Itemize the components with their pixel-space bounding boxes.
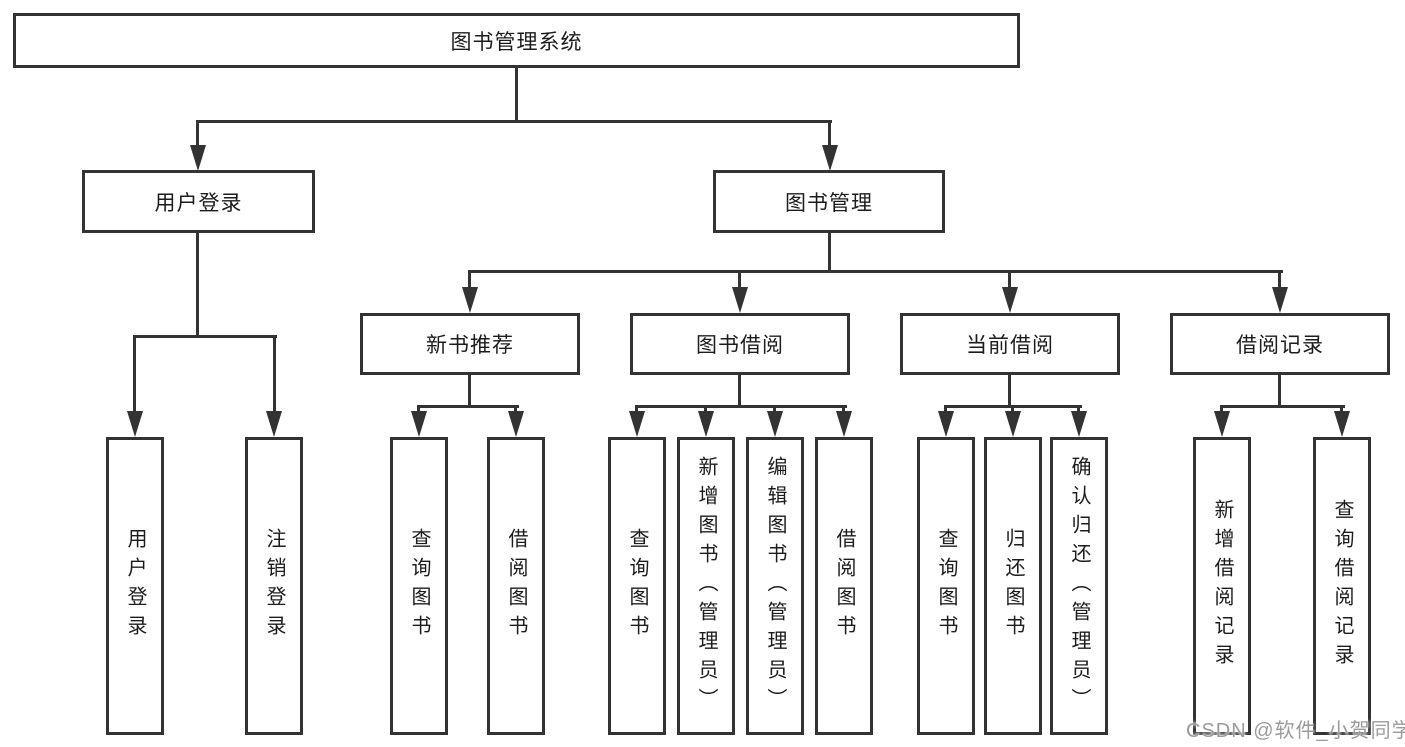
node-book-management: 图书管理 (713, 170, 945, 233)
connector-line (1278, 375, 1281, 407)
leaf-user-login: 用户登录 (106, 437, 164, 735)
arrow-down-icon (508, 411, 524, 437)
leaf-add-book-admin: 新增图书（管理员） (677, 437, 735, 735)
connector-line (514, 405, 517, 415)
leaf-label: 借阅图书 (505, 528, 527, 644)
arrow-down-icon (190, 145, 206, 171)
arrow-down-icon (1334, 411, 1350, 437)
csdn-watermark: CSDN @软件_小贺同学 (1186, 720, 1405, 742)
leaf-logout: 注销登录 (245, 437, 303, 735)
node-current-borrowing: 当前借阅 (900, 313, 1120, 375)
connector-line (468, 270, 1283, 273)
leaf-confirm-return-admin: 确认归还（管理员） (1050, 437, 1108, 735)
connector-line (944, 405, 947, 415)
connector-line (1077, 405, 1080, 415)
leaf-label: 新增图书（管理员） (695, 455, 717, 717)
arrow-down-icon (767, 411, 783, 437)
connector-line (704, 405, 707, 415)
leaf-borrow-books-borrowing: 借阅图书 (815, 437, 873, 735)
leaf-return-books: 归还图书 (984, 437, 1042, 735)
arrow-down-icon (462, 287, 478, 313)
leaf-query-borrow-record: 查询借阅记录 (1313, 437, 1371, 735)
leaf-query-books-current: 查询图书 (917, 437, 975, 735)
arrow-down-icon (1002, 287, 1018, 313)
leaf-label: 确认归还（管理员） (1068, 455, 1090, 717)
leaf-label: 用户登录 (124, 528, 146, 644)
connector-line (133, 335, 136, 415)
leaf-add-borrow-record: 新增借阅记录 (1193, 437, 1251, 735)
leaf-label: 查询图书 (935, 528, 957, 644)
node-new-book-recommendation: 新书推荐 (360, 313, 580, 375)
leaf-label: 查询借阅记录 (1331, 499, 1353, 673)
leaf-query-books-borrowing: 查询图书 (608, 437, 666, 735)
connector-line (738, 375, 741, 407)
arrow-down-icon (822, 145, 838, 171)
connector-line (468, 375, 471, 407)
connector-line (417, 405, 420, 415)
node-library-management-system: 图书管理系统 (13, 13, 1020, 68)
arrow-down-icon (629, 411, 645, 437)
arrow-down-icon (698, 411, 714, 437)
connector-line (828, 233, 831, 273)
connector-line (273, 335, 276, 415)
arrow-down-icon (411, 411, 427, 437)
connector-line (738, 270, 741, 292)
connector-line (842, 405, 845, 415)
arrow-down-icon (127, 411, 143, 437)
leaf-label: 归还图书 (1002, 528, 1024, 644)
connector-line (196, 120, 199, 152)
leaf-label: 查询图书 (408, 528, 430, 644)
leaf-label: 新增借阅记录 (1211, 499, 1233, 673)
connector-line (515, 68, 518, 123)
arrow-down-icon (1071, 411, 1087, 437)
leaf-edit-book-admin: 编辑图书（管理员） (746, 437, 804, 735)
connector-line (1008, 270, 1011, 292)
arrow-down-icon (1272, 287, 1288, 313)
connector-line (196, 233, 199, 338)
arrow-down-icon (836, 411, 852, 437)
leaf-label: 编辑图书（管理员） (764, 455, 786, 717)
arrow-down-icon (1214, 411, 1230, 437)
node-user-login: 用户登录 (82, 170, 315, 233)
connector-line (1011, 405, 1014, 415)
leaf-label: 查询图书 (626, 528, 648, 644)
arrow-down-icon (1005, 411, 1021, 437)
connector-line (773, 405, 776, 415)
leaf-label: 借阅图书 (833, 528, 855, 644)
arrow-down-icon (938, 411, 954, 437)
node-book-borrowing: 图书借阅 (630, 313, 850, 375)
connector-line (635, 405, 638, 415)
connector-line (417, 405, 519, 408)
connector-line (1278, 270, 1281, 292)
connector-line (635, 405, 847, 408)
connector-line (828, 120, 831, 152)
connector-line (1220, 405, 1223, 415)
leaf-label: 注销登录 (263, 528, 285, 644)
node-borrowing-records: 借阅记录 (1170, 313, 1390, 375)
connector-line (133, 335, 277, 338)
connector-line (468, 270, 471, 292)
connector-line (1220, 405, 1345, 408)
leaf-borrow-books-recommend: 借阅图书 (487, 437, 545, 735)
arrow-down-icon (732, 287, 748, 313)
connector-line (196, 120, 832, 123)
connector-line (1340, 405, 1343, 415)
leaf-query-books-recommend: 查询图书 (390, 437, 448, 735)
connector-line (1008, 375, 1011, 407)
arrow-down-icon (266, 411, 282, 437)
